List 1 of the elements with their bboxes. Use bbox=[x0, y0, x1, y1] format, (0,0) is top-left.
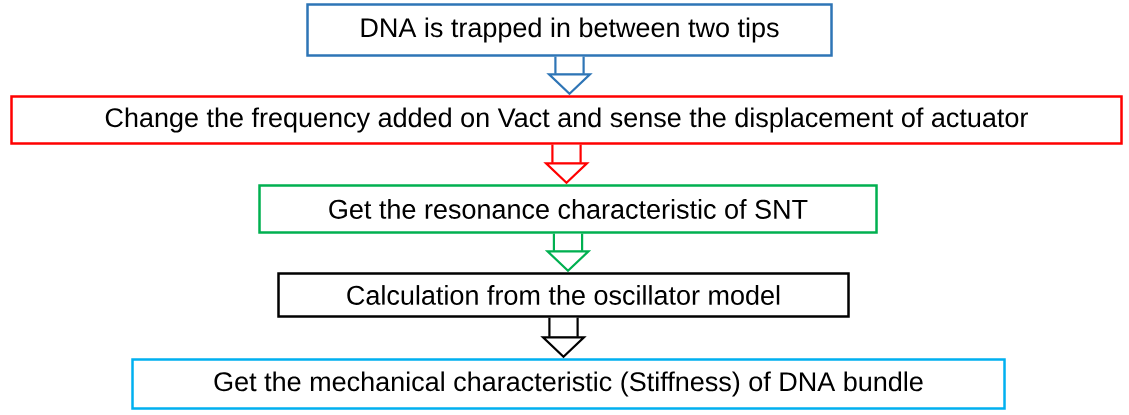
process-box: DNA is trapped in between two tips bbox=[306, 3, 833, 57]
